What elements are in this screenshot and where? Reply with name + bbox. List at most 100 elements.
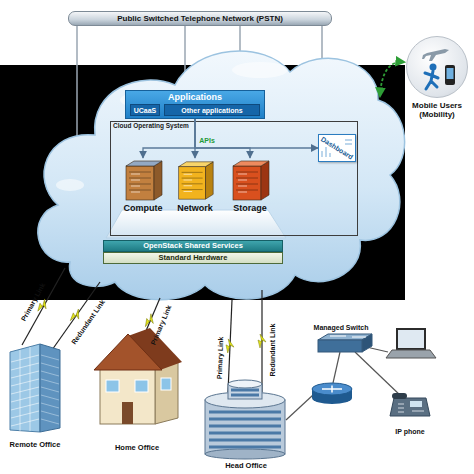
item-label: Other applications: [165, 105, 259, 115]
server-label: Storage: [217, 204, 283, 213]
server-shape: [120, 158, 166, 202]
application-item: UCaaS: [130, 104, 160, 116]
phone-symbol: [398, 404, 424, 412]
router-symbol: [312, 383, 352, 404]
router-symbol: [322, 386, 342, 393]
drive-bay: [238, 174, 247, 192]
office-tower: [41, 355, 59, 424]
server-front: [126, 166, 154, 200]
item-label: UCaaS: [131, 105, 159, 115]
person-icon: [425, 71, 438, 89]
switch-symbol: [318, 334, 372, 352]
frame-title: Cloud Operating System: [113, 123, 189, 130]
site-label: Home Office: [115, 444, 159, 452]
site-label: Remote Office: [10, 441, 61, 449]
server-label: Compute: [110, 204, 176, 213]
cloud-highlight: [56, 179, 84, 191]
application-box: ApplicationsUCaaS Other applications: [125, 90, 265, 119]
office-building: [205, 380, 285, 459]
server-side: [154, 161, 162, 200]
server-top: [126, 161, 162, 166]
band-label: Standard Hardware: [104, 253, 282, 263]
house: [135, 380, 148, 392]
network-band: Public Switched Telephone Network (PSTN): [68, 11, 332, 26]
lightning-bolt: [36, 298, 50, 314]
lan-wire: [286, 346, 402, 420]
services-band: OpenStack Shared Services: [103, 240, 283, 252]
house: [122, 402, 133, 424]
device-label: IP phone: [395, 428, 424, 435]
box-heading: Applications: [126, 92, 264, 103]
office-tower: [11, 347, 39, 431]
phone-icon: [445, 65, 455, 85]
router-symbol: [312, 383, 352, 395]
drive-bay: [182, 172, 203, 189]
mobility-circle: Mobile Users (Mobility): [406, 36, 468, 98]
server-label: Network: [163, 204, 227, 213]
lan-wire: [333, 352, 340, 383]
switch-symbol: [318, 340, 362, 352]
laptop-symbol: [386, 328, 436, 358]
server-front: [233, 166, 261, 200]
phone-icon: [447, 68, 454, 79]
server-top: [179, 162, 213, 167]
band-label: OpenStack Shared Services: [104, 241, 282, 251]
server-icon: Network: [173, 158, 217, 216]
server-side: [206, 162, 214, 199]
server-icon: Compute: [120, 158, 166, 216]
laptop-symbol: [396, 328, 426, 350]
device-label: Managed Switch: [314, 324, 369, 331]
drive-bay: [129, 172, 151, 190]
office-building: [209, 390, 281, 447]
cloud-shape: [38, 51, 405, 300]
lan-wire: [355, 352, 402, 397]
lan-wire: [286, 395, 313, 420]
node-caption: Mobile Users (Mobility): [402, 101, 472, 119]
phone-symbol: [390, 398, 430, 416]
drive-bay: [131, 174, 140, 192]
person-icon: [430, 64, 437, 71]
server-shape: [173, 158, 217, 202]
link-label: Redundant Link: [70, 298, 106, 345]
laptop-symbol: [398, 330, 424, 348]
server-shape: [227, 158, 273, 202]
office-tower: [40, 344, 60, 432]
band-label: Public Switched Telephone Network (PSTN): [69, 12, 331, 25]
office-tower: [10, 344, 60, 432]
server-top: [233, 161, 269, 166]
server-icon: Storage: [227, 158, 273, 216]
site-label: Head Office: [225, 462, 267, 470]
switch-symbol: [330, 336, 366, 337]
office-tower: [10, 344, 40, 432]
house: [100, 368, 155, 424]
application-item: Other applications: [164, 104, 260, 116]
lightning-bolt: [144, 313, 157, 329]
drive-bay: [236, 172, 258, 190]
link-label: Primary Link: [216, 337, 224, 380]
mobility-link: [380, 62, 404, 96]
link-label: Redundant Link: [269, 324, 276, 377]
lightning-bolt: [69, 308, 84, 324]
mobile-users-icon: [407, 37, 467, 97]
office-building: [205, 449, 285, 459]
lightning-bolt: [258, 334, 266, 348]
hardware-band: Standard Hardware: [103, 252, 283, 264]
server-side: [261, 161, 269, 200]
laptop-symbol: [386, 350, 436, 358]
phone-symbol: [392, 393, 407, 399]
office-building: [228, 380, 262, 388]
cloud-highlight: [232, 62, 288, 78]
house: [106, 380, 119, 392]
system-frame: Cloud Operating SystemDashboardComputeNe…: [110, 121, 358, 236]
house: [94, 328, 182, 424]
airplane-icon: [422, 49, 449, 61]
lightning-bolt: [226, 339, 234, 353]
phone-symbol: [410, 401, 422, 407]
link-label: Primary Link: [149, 304, 172, 346]
dashboard-card: Dashboard: [318, 134, 356, 162]
drive-bay: [184, 174, 193, 191]
server-front: [179, 167, 206, 200]
